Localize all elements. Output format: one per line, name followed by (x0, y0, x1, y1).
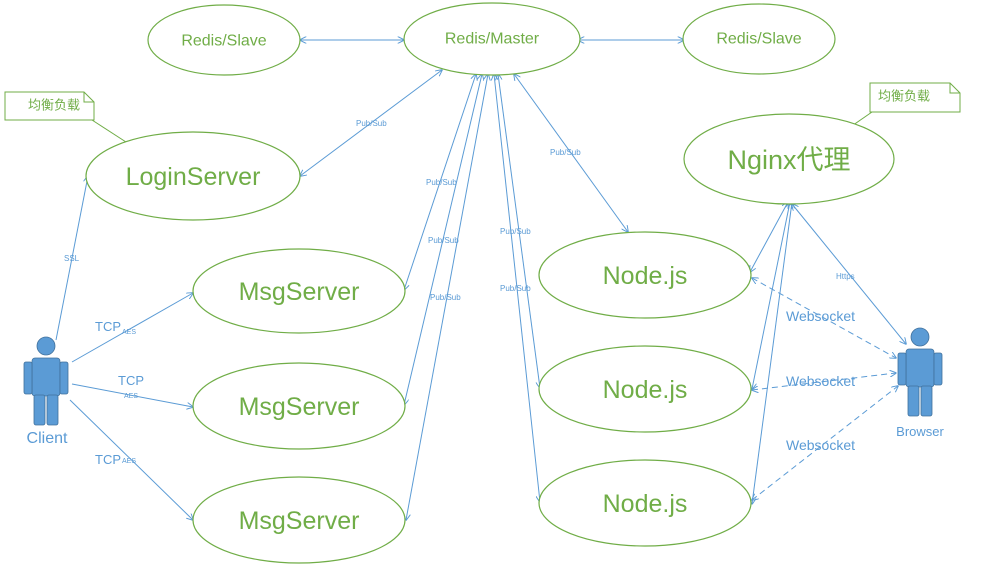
label-tcp-1-sub: AES (122, 329, 136, 336)
label-pubsub-node3: Pub/Sub (500, 284, 531, 293)
edge-client-msg3 (69, 399, 193, 520)
note-left-text: 均衡负载 (28, 99, 80, 114)
node-nodejs-1: Node.js (538, 231, 752, 319)
label-tcp-1: TCP (95, 319, 121, 334)
node-msg-server-2-label: MsgServer (239, 393, 360, 421)
node-login-server: LoginServer (85, 131, 301, 221)
edge-master-node3 (494, 74, 540, 502)
label-pubsub-msg2: Pub/Sub (428, 236, 459, 245)
label-ws-1: Websocket (786, 308, 855, 324)
node-redis-master: Redis/Master (403, 2, 581, 76)
note-right: 均衡负载 (845, 82, 961, 131)
client-label: Client (27, 430, 68, 447)
label-pubsub-login: Pub/Sub (356, 119, 387, 128)
label-pubsub-msg1: Pub/Sub (426, 178, 457, 187)
node-login-server-label: LoginServer (126, 163, 261, 191)
node-nodejs-3-label: Node.js (603, 490, 688, 518)
edge-client-msg2 (71, 383, 193, 407)
node-nginx: Nginx代理 (683, 113, 895, 205)
node-msg-server-1: MsgServer (192, 248, 406, 334)
label-ssl: SSL (64, 254, 80, 263)
node-msg-server-3: MsgServer (192, 476, 406, 564)
edge-client-login (55, 176, 88, 341)
browser-label: Browser (896, 424, 944, 439)
node-msg-server-1-label: MsgServer (239, 278, 360, 306)
node-msg-server-3-label: MsgServer (239, 507, 360, 535)
client-person-icon (23, 336, 69, 426)
node-redis-slave-right: Redis/Slave (682, 3, 836, 75)
label-ws-3: Websocket (786, 437, 855, 453)
label-https: Https (836, 272, 855, 281)
node-nodejs-2: Node.js (538, 345, 752, 433)
node-nodejs-1-label: Node.js (603, 262, 688, 290)
actor-browser: Browser (896, 327, 945, 439)
node-msg-server-2: MsgServer (192, 362, 406, 450)
node-nodejs-3: Node.js (538, 459, 752, 547)
label-pubsub-node2: Pub/Sub (500, 227, 531, 236)
label-pubsub-node-top: Pub/Sub (550, 148, 581, 157)
actor-client: Client (23, 336, 69, 447)
node-nodejs-2-label: Node.js (603, 376, 688, 404)
edge-nginx-node3 (752, 202, 792, 504)
node-redis-slave-left-label: Redis/Slave (181, 33, 266, 50)
node-redis-slave-right-label: Redis/Slave (716, 31, 801, 48)
edge-ws-node1 (752, 278, 896, 358)
label-tcp-3-sub: AES (122, 458, 136, 465)
label-pubsub-msg3: Pub/Sub (430, 293, 461, 302)
edge-master-msg3 (406, 74, 488, 520)
note-right-text: 均衡负载 (878, 90, 930, 105)
node-redis-slave-left: Redis/Slave (147, 4, 301, 76)
browser-person-icon (897, 327, 943, 417)
label-tcp-3: TCP (95, 452, 121, 467)
note-left: 均衡负载 (4, 91, 127, 143)
edge-ws-node3 (752, 386, 898, 500)
label-ws-2: Websocket (786, 373, 855, 389)
label-tcp-2: TCP (118, 373, 144, 388)
edge-nginx-node1 (750, 202, 788, 272)
node-redis-master-label: Redis/Master (445, 31, 540, 48)
node-nginx-label: Nginx代理 (727, 145, 850, 175)
edge-client-msg1 (71, 293, 193, 363)
label-tcp-2-sub: AES (124, 393, 138, 400)
